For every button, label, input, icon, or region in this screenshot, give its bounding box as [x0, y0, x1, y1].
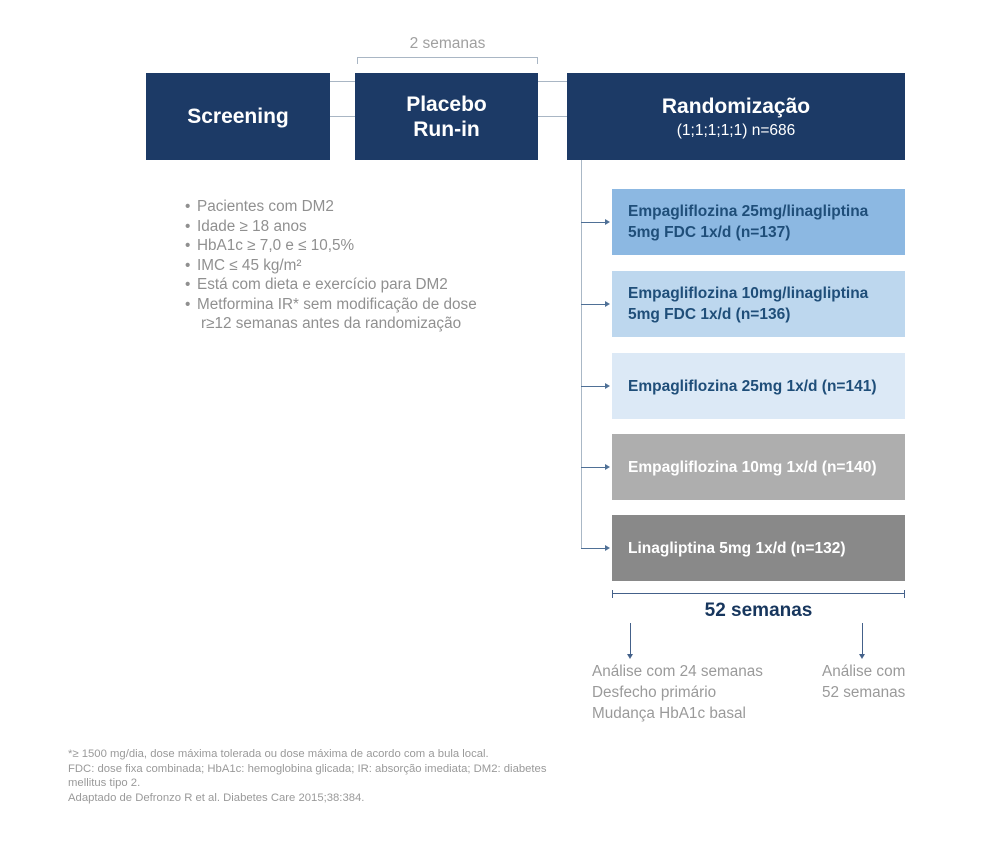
- footnote-abbreviations-cont: mellitus tipo 2.: [68, 777, 141, 789]
- analysis-52-weeks-note: Análise com 52 semanas: [822, 661, 942, 703]
- analysis-24w-line3: Mudança HbA1c basal: [592, 705, 746, 722]
- randomization-trunk-line: [581, 160, 582, 548]
- runin-duration-bracket: [357, 57, 538, 64]
- treatment-arm-empa10: Empagliflozina 10mg 1x/d (n=140): [612, 434, 905, 500]
- placebo-label-line2: Run-in: [413, 117, 480, 141]
- arm-label-line1: Empagliflozina 10mg 1x/d (n=140): [628, 458, 877, 476]
- inclusion-criteria-list: Pacientes com DM2 Idade ≥ 18 anos HbA1c …: [185, 197, 555, 334]
- study-duration-bracket: [612, 590, 905, 601]
- connector-line: [538, 116, 567, 117]
- randomization-label: Randomização: [661, 94, 811, 118]
- analysis-52w-line2: 52 semanas: [822, 684, 906, 701]
- analysis-24w-line2: Desfecho primário: [592, 684, 717, 701]
- connector-line: [538, 81, 567, 82]
- criteria-item: Está com dieta e exercício para DM2: [185, 275, 555, 295]
- branch-arrow: [581, 383, 610, 389]
- randomization-phase-box: Randomização (1;1;1;1;1) n=686: [567, 73, 905, 160]
- treatment-arm-empa25: Empagliflozina 25mg 1x/d (n=141): [612, 353, 905, 419]
- branch-arrow: [581, 301, 610, 307]
- treatment-arm-empa10-lina5: Empagliflozina 10mg/linagliptina 5mg FDC…: [612, 271, 905, 337]
- criteria-item: Pacientes com DM2: [185, 197, 555, 217]
- screening-label: Screening: [187, 105, 289, 128]
- placebo-runin-phase-box: Placebo Run-in: [355, 73, 538, 160]
- connector-line: [330, 81, 355, 82]
- criteria-item: Idade ≥ 18 anos: [185, 217, 555, 237]
- arm-label-line1: Linagliptina 5mg 1x/d (n=132): [628, 539, 846, 557]
- arm-label-line1: Empagliflozina 25mg/linagliptina: [628, 203, 869, 220]
- footnote-reference: Adaptado de Defronzo R et al. Diabetes C…: [68, 791, 365, 804]
- treatment-arm-empa25-lina5: Empagliflozina 25mg/linagliptina 5mg FDC…: [612, 189, 905, 255]
- analysis-52w-line1: Análise com: [822, 663, 906, 680]
- footnote-abbreviations: FDC: dose fixa combinada; HbA1c: hemoglo…: [68, 762, 547, 775]
- criteria-item: IMC ≤ 45 kg/m²: [185, 256, 555, 276]
- criteria-item: HbA1c ≥ 7,0 e ≤ 10,5%: [185, 236, 555, 256]
- branch-arrow: [581, 545, 610, 551]
- screening-phase-box: Screening: [146, 73, 330, 160]
- analysis-52w-arrow: [858, 623, 865, 659]
- arm-label-line2: 5mg FDC 1x/d (n=137): [628, 224, 791, 241]
- branch-arrow: [581, 464, 610, 470]
- randomization-sublabel: (1;1;1;1;1) n=686: [676, 121, 796, 139]
- analysis-24w-arrow: [626, 623, 633, 659]
- placebo-label-line1: Placebo: [406, 92, 487, 116]
- arm-label-line1: Empagliflozina 25mg 1x/d (n=141): [628, 377, 877, 395]
- arm-label-line1: Empagliflozina 10mg/linagliptina: [628, 285, 869, 302]
- analysis-24w-line1: Análise com 24 semanas: [592, 663, 763, 680]
- arm-label-line2: 5mg FDC 1x/d (n=136): [628, 306, 791, 323]
- criteria-item: Metformina IR* sem modificação de dose: [185, 295, 555, 315]
- study-duration-label: 52 semanas: [704, 600, 813, 621]
- criteria-item-continuation: r≥12 semanas antes da randomização: [201, 315, 462, 332]
- treatment-arm-lina5: Linagliptina 5mg 1x/d (n=132): [612, 515, 905, 581]
- connector-line: [330, 116, 355, 117]
- runin-duration-label: 2 semanas: [409, 35, 486, 52]
- analysis-24-weeks-note: Análise com 24 semanas Desfecho primário…: [592, 661, 807, 724]
- branch-arrow: [581, 219, 610, 225]
- footnotes: *≥ 1500 mg/dia, dose máxima tolerada ou …: [68, 747, 547, 805]
- footnote-dose: *≥ 1500 mg/dia, dose máxima tolerada ou …: [68, 748, 489, 760]
